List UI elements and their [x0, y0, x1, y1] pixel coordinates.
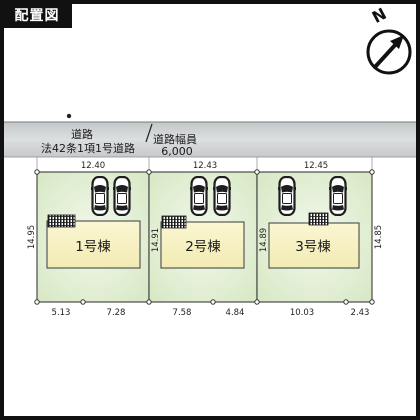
boundary-point-icon	[34, 299, 40, 305]
bottom-segment-dimension: 7.28	[107, 308, 126, 318]
compass-needle-head	[390, 35, 404, 49]
frontage-dimension: 12.45	[304, 161, 328, 171]
lot-1: 12.40 14.95 1号棟 5.13 7.28	[27, 161, 150, 318]
bottom-segment-dimension: 7.58	[173, 308, 192, 318]
building	[46, 220, 141, 269]
boundary-point-icon	[146, 169, 152, 175]
building-label: 3号棟	[295, 239, 331, 255]
frontage-dimension: 12.43	[193, 161, 217, 171]
boundary-point-icon	[66, 113, 72, 119]
road-width-value: 6,000	[161, 145, 193, 158]
depth-dimension-left: 14.91	[151, 228, 161, 252]
building-label: 2号棟	[185, 239, 221, 255]
car-icon	[113, 176, 131, 216]
bottom-segment-dimension: 10.03	[290, 308, 314, 318]
boundary-point-icon	[369, 169, 375, 175]
compass-ring	[366, 29, 412, 75]
entrance-hatch-icon	[47, 214, 76, 228]
car-icon	[213, 176, 231, 216]
depth-dimension-left: 14.95	[27, 225, 37, 249]
building-label: 1号棟	[75, 239, 111, 255]
car-icon	[91, 176, 109, 216]
road: 道路 法42条1項1号道路 道路幅員 6,000	[4, 121, 416, 158]
page-title: 配置図	[15, 7, 60, 24]
entrance-hatch-icon	[161, 215, 187, 229]
frontage-dimension: 12.40	[81, 161, 105, 171]
boundary-point-icon	[80, 299, 86, 305]
bottom-segment-dimension: 5.13	[52, 308, 71, 318]
bottom-segment-dimension: 2.43	[351, 308, 370, 318]
road-name: 道路	[71, 127, 93, 141]
boundary-point-icon	[343, 299, 349, 305]
boundary-point-icon	[254, 169, 260, 175]
boundary-point-icon	[210, 299, 216, 305]
title-background	[2, 2, 72, 28]
road-classification: 法42条1項1号道路	[41, 141, 135, 155]
building	[268, 222, 360, 269]
car-icon	[329, 176, 347, 216]
car-icon	[278, 176, 296, 216]
entrance-hatch-icon	[308, 212, 329, 226]
compass-needle-shaft	[373, 42, 398, 69]
north-arrow-icon: N	[366, 4, 412, 75]
depth-dimension-left: 14.89	[259, 228, 269, 252]
road-width-tick	[145, 123, 153, 143]
bottom-segment-dimension: 4.84	[226, 308, 245, 318]
lot-3: 12.45 14.89 14.85 3号棟 10.03 2.43	[256, 161, 384, 318]
boundary-point-icon	[254, 299, 260, 305]
depth-dimension-right: 14.85	[374, 225, 384, 249]
lot-2: 12.43 14.91 2号棟 7.58 4.84	[148, 161, 258, 318]
boundary-point-icon	[146, 299, 152, 305]
building	[160, 221, 245, 269]
boundary-point-icon	[369, 299, 375, 305]
car-icon	[190, 176, 208, 216]
road-surface	[4, 122, 416, 157]
title-badge: 配置図	[2, 2, 72, 28]
boundary-points	[34, 169, 375, 305]
boundary-point-icon	[34, 169, 40, 175]
road-width-label: 道路幅員	[153, 132, 197, 146]
